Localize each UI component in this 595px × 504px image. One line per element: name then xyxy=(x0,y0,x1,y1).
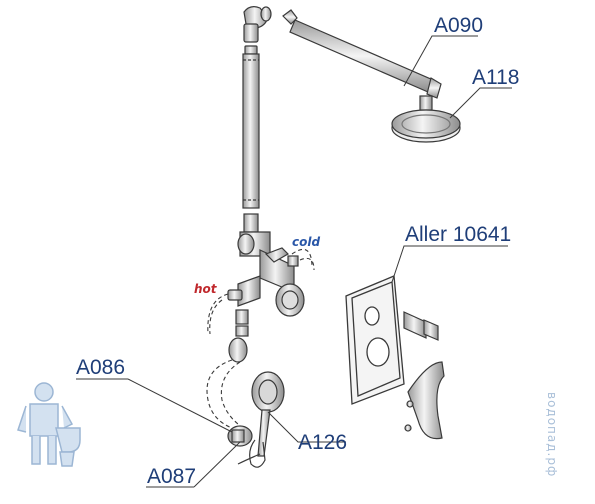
hot-tag: hot xyxy=(194,282,217,296)
leader-lines xyxy=(76,35,512,488)
wall-connector xyxy=(227,425,253,447)
plumber-mascot-logo xyxy=(17,382,81,467)
push-cartridge xyxy=(403,311,439,341)
diverter-outlet xyxy=(228,325,249,363)
supply-hoses xyxy=(207,248,315,335)
label-a086: A086 xyxy=(76,356,126,379)
elbow-fitting xyxy=(243,6,272,43)
label-a126: A126 xyxy=(298,431,348,454)
lever-handle xyxy=(404,361,445,440)
cold-tag: cold xyxy=(292,235,321,249)
label-a087: A087 xyxy=(147,465,197,488)
shower-head xyxy=(391,95,461,143)
shower-hose xyxy=(206,359,241,429)
mixer-valve xyxy=(227,213,305,325)
label-aller-10641: Aller 10641 xyxy=(405,223,512,246)
label-a090: A090 xyxy=(434,14,484,37)
control-panel xyxy=(345,275,405,405)
label-a118: A118 xyxy=(472,66,520,89)
shower-arm xyxy=(282,9,442,99)
watermark: водопад.рф xyxy=(545,392,559,478)
hand-shower xyxy=(237,371,285,468)
vertical-pipe xyxy=(242,45,260,209)
